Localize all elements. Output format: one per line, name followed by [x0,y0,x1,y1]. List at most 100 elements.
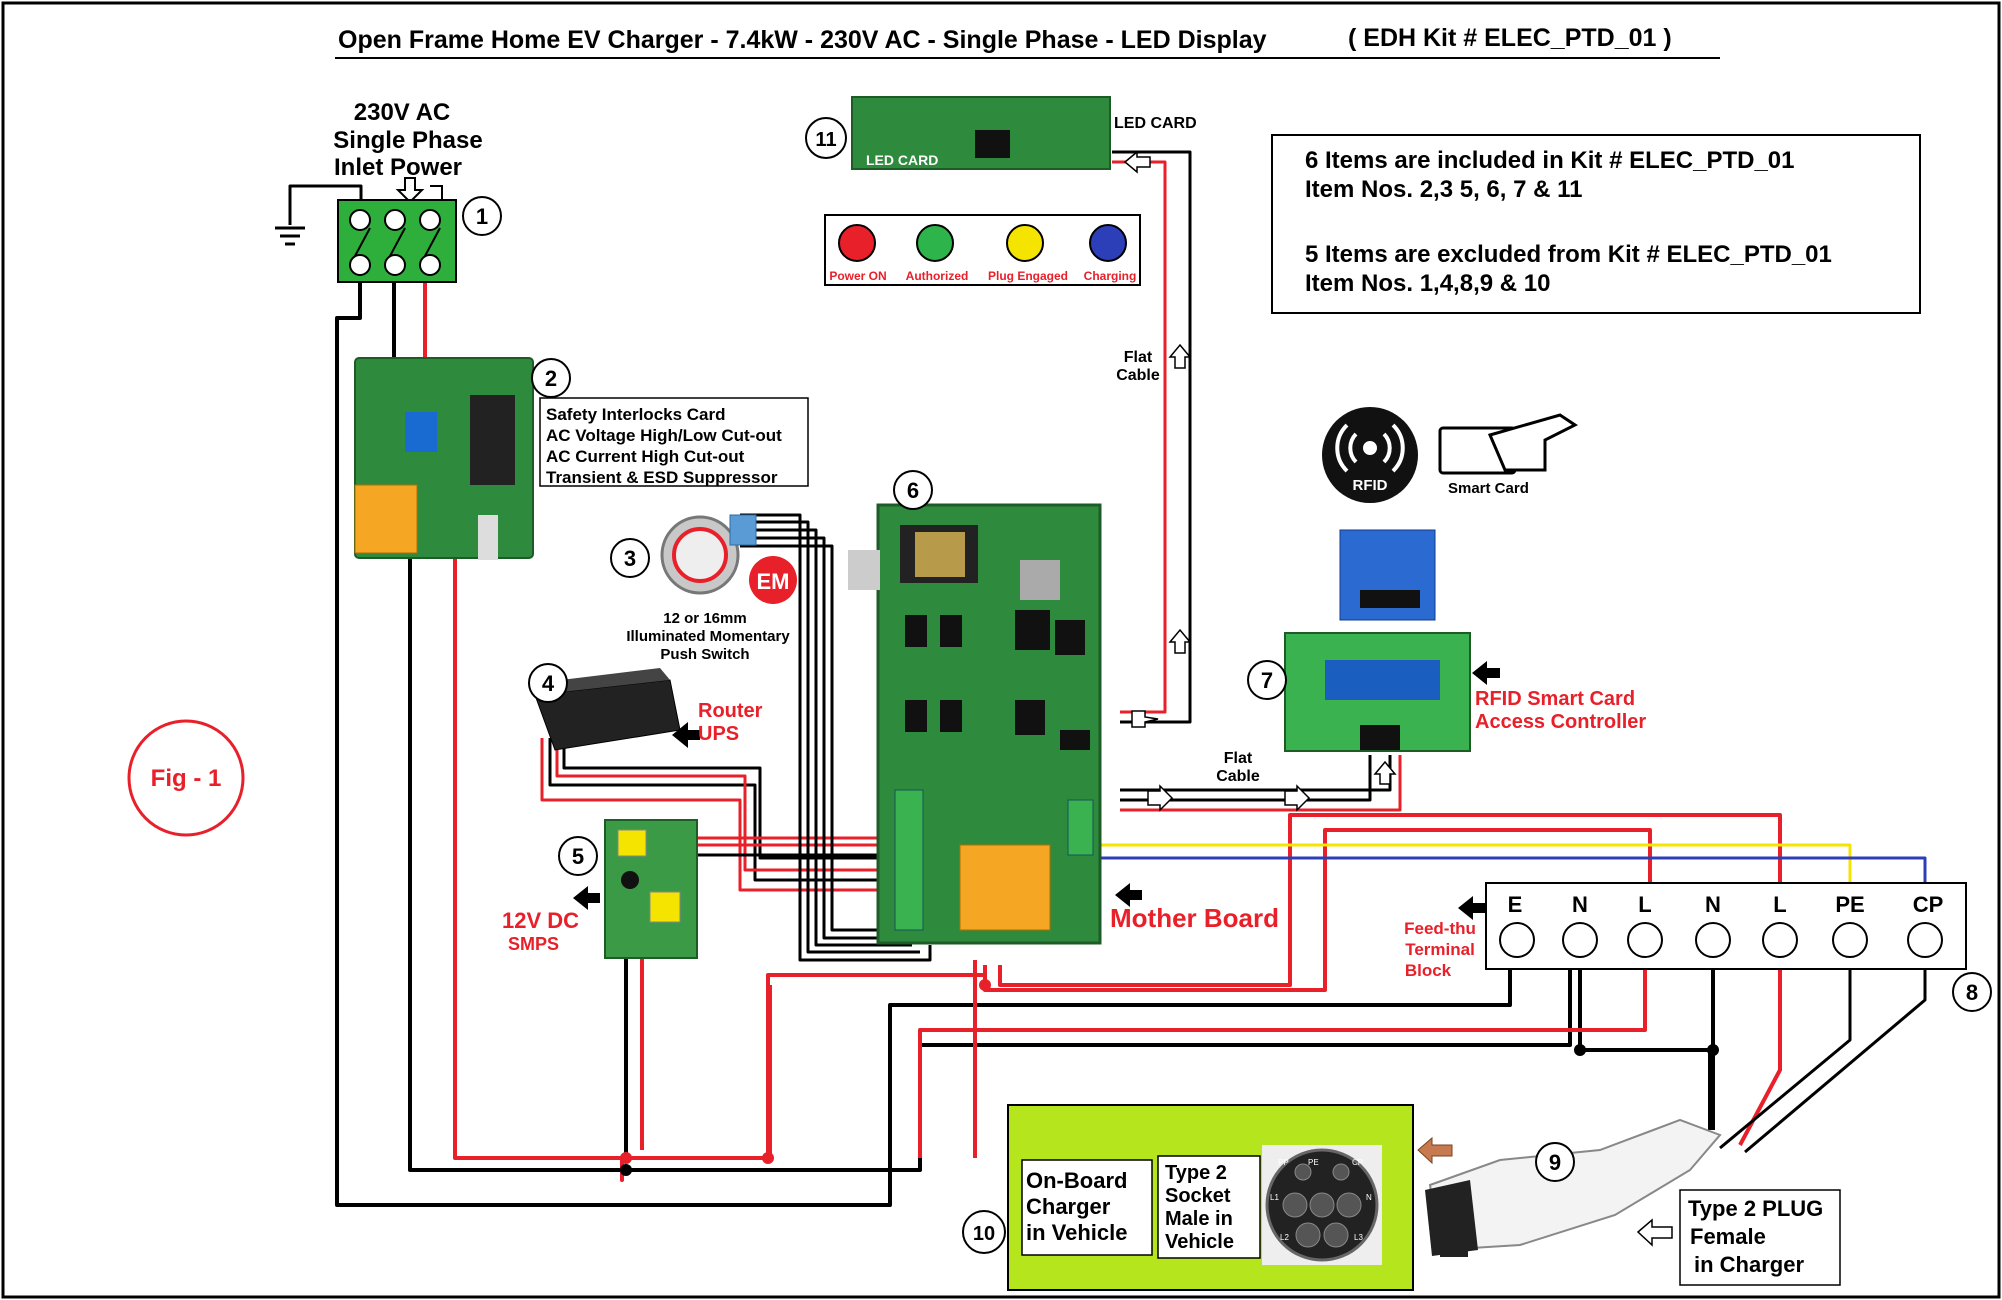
svg-text:CP: CP [1352,1158,1363,1167]
rfid-flat-red [1120,755,1402,812]
kit-box-line1: 6 Items are included in Kit # ELEC_PTD_0… [1305,147,1795,174]
item-3-push-switch: EM 12 or 16mm Illuminated Momentary Push… [626,514,797,663]
flat-cable-up-arrow-2 [1168,628,1192,654]
item-2-safety-card: Safety Interlocks Card AC Voltage High/L… [354,357,809,560]
flat-cable-right-arrow [1131,710,1159,728]
led-power-on [838,224,876,262]
terminal-n1: N [1562,892,1598,958]
item-10-vehicle: On-Board Charger in Vehicle Type 2 Socke… [1007,1104,1453,1291]
ground-icon [275,226,305,246]
svg-text:9: 9 [1549,1150,1561,1175]
socket-line2: Socket [1165,1185,1231,1207]
led-charging-label: Charging [1084,269,1137,283]
flat-cable-upper-line1: Flat [1124,349,1153,366]
terminal-l1: L [1627,892,1663,958]
junction-dots [620,979,1719,1176]
pe-yellow-wire [1100,843,1852,895]
terminal-l2: L [1762,892,1798,958]
badge-10: 10 [962,1210,1006,1254]
flat-cable-lower-arrow-2 [1284,784,1311,812]
svg-text:3: 3 [624,546,636,571]
item-9-plug: Type 2 PLUG Female in Charger [1425,1118,1841,1286]
led-card-pcb-text: LED CARD [866,152,938,168]
rfid-flat-black-1 [1120,755,1392,792]
em-badge [749,556,797,604]
rfid-pointer-icon [1472,661,1500,685]
kit-box-frame [1271,134,1921,314]
onboard-line2: Charger [1026,1194,1111,1219]
svg-text:7: 7 [1261,668,1273,693]
svg-text:L3: L3 [1354,1233,1363,1242]
led-plug-engaged-label: Plug Engaged [988,269,1068,283]
safety-card-line1: Safety Interlocks Card [546,405,726,424]
socket-line4: Vehicle [1165,1231,1234,1253]
push-switch-line3: Push Switch [660,646,749,663]
tb-pe-down [1719,940,1852,1150]
safety-card-line4: Transient & ESD Suppressor [546,468,778,487]
flat-cable-lower: Flat Cable [1147,750,1397,812]
svg-text:L: L [1773,892,1786,917]
smart-card-label: Smart Card [1448,480,1529,497]
item-8-terminal-block: Feed-thu Terminal Block E N L N L PE CP [1404,882,1967,980]
badge-8: 8 [1952,972,1992,1012]
onboard-line3: in Vehicle [1026,1220,1128,1245]
svg-text:PP: PP [1278,1158,1289,1167]
smart-card-icon [1438,413,1578,475]
terminal-cp: CP [1907,892,1944,958]
smps-line1: 12V DC [502,908,579,933]
onboard-line1: On-Board [1026,1168,1127,1193]
badge-5: 5 [558,836,598,876]
badge-3: 3 [610,538,650,578]
badge-9: 9 [1535,1142,1575,1182]
item-6-mother-board: Mother Board [848,503,1279,945]
svg-text:5: 5 [572,844,584,869]
inlet-black-1 [335,266,1512,1207]
plug-desc-box [1679,1189,1841,1286]
plug-arrow-icon [1636,1218,1673,1247]
inlet-label-2: Single Phase [333,127,482,154]
badge-1: 1 [462,196,502,236]
rfid-controller-line1: RFID Smart Card [1475,688,1635,710]
kit-info-box: 6 Items are included in Kit # ELEC_PTD_0… [1271,134,1921,314]
push-switch-line1: 12 or 16mm [663,610,746,627]
badge-2: 2 [531,358,571,398]
svg-text:N: N [1705,892,1721,917]
smps-line2: SMPS [508,934,559,954]
rfid-controller-line2: Access Controller [1475,711,1646,733]
led-charging [1089,224,1127,262]
svg-text:E: E [1508,892,1523,917]
diagram-title: Open Frame Home EV Charger - 7.4kW - 230… [338,26,1267,54]
kit-reference: ( EDH Kit # ELEC_PTD_01 ) [1348,24,1672,52]
safety-card-desc-box [539,397,809,487]
svg-text:2: 2 [545,366,557,391]
led-flat-black [1112,150,1192,724]
led-authorized-label: Authorized [906,269,969,283]
flat-cable-lower-line1: Flat [1224,750,1253,767]
terminal-pe: PE [1832,892,1868,958]
router-red-1 [540,738,905,892]
router-ups-line1: Router [698,700,763,722]
badge-6: 6 [893,470,933,510]
terminal-label-3: Block [1405,961,1452,980]
mother-board-relay [959,844,1051,931]
number-badges: 1 2 3 4 5 6 7 8 9 10 11 [462,117,1992,1254]
badge-7: 7 [1247,660,1287,700]
tb-n1-down [1578,940,1712,1130]
svg-text:CP: CP [1913,892,1944,917]
flat-cable-lower-up-arrow [1373,760,1397,785]
terminal-label-1: Feed-thu [1404,919,1476,938]
item-5-smps: 12V DC SMPS [502,819,698,959]
item-1-inlet: 230V AC Single Phase Inlet Power [275,99,483,283]
em-badge-text: EM [757,569,790,594]
router-ups-line2: UPS [698,723,739,745]
mother-board-label: Mother Board [1110,903,1279,933]
badge-11: 11 [805,117,847,159]
kit-box-line3: 5 Items are excluded from Kit # ELEC_PTD… [1305,241,1832,268]
led-card-label: LED CARD [1114,115,1197,132]
switch-wire-5 [740,544,905,932]
led-authorized [916,224,954,262]
svg-text:6: 6 [907,478,919,503]
fig-label-circle [127,719,245,837]
led-indicator-panel: Power ON Authorized Plug Engaged Chargin… [824,214,1141,286]
inlet-label-3: Inlet Power [334,154,462,181]
